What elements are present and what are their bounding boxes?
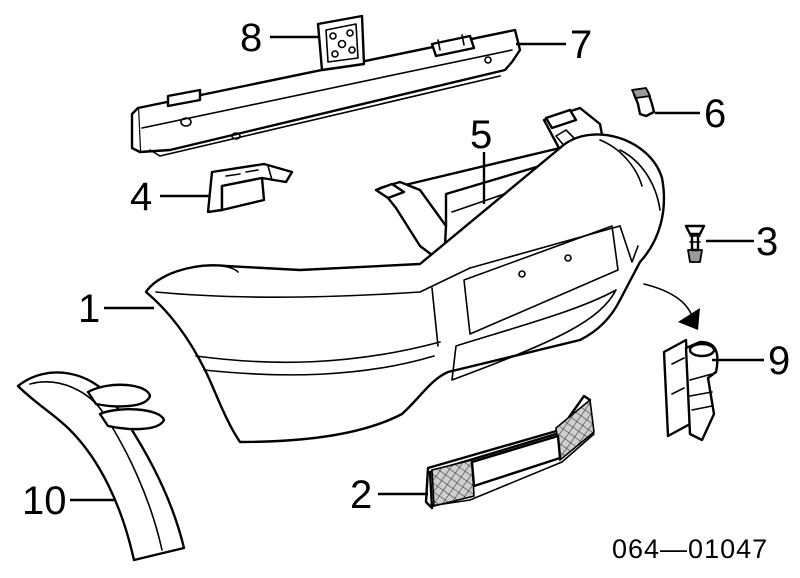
callout-3: 3 (756, 220, 778, 264)
push-clip (631, 87, 656, 118)
lower-grille (424, 394, 595, 510)
callout-labels: 8 7 6 5 4 3 1 9 10 2 (22, 16, 790, 523)
callout-10: 10 (22, 479, 67, 523)
mounting-plate (316, 14, 366, 72)
callout-1: 1 (78, 287, 100, 331)
callout-7: 7 (570, 23, 592, 67)
side-bracket (206, 162, 294, 214)
reinforcement-beam (130, 28, 522, 157)
leader-lines (70, 35, 764, 502)
diagram-code: 064—01047 (612, 534, 768, 564)
sensor-housing (662, 338, 719, 442)
callout-6: 6 (704, 92, 726, 136)
bumper-fascia (144, 133, 666, 444)
callout-5: 5 (470, 113, 492, 157)
wheel-flare (16, 371, 186, 562)
detail-arrow (643, 283, 700, 330)
callout-8: 8 (240, 16, 262, 60)
callout-2: 2 (350, 473, 372, 517)
callout-4: 4 (130, 175, 152, 219)
push-fastener (684, 224, 706, 263)
callout-9: 9 (768, 339, 790, 383)
